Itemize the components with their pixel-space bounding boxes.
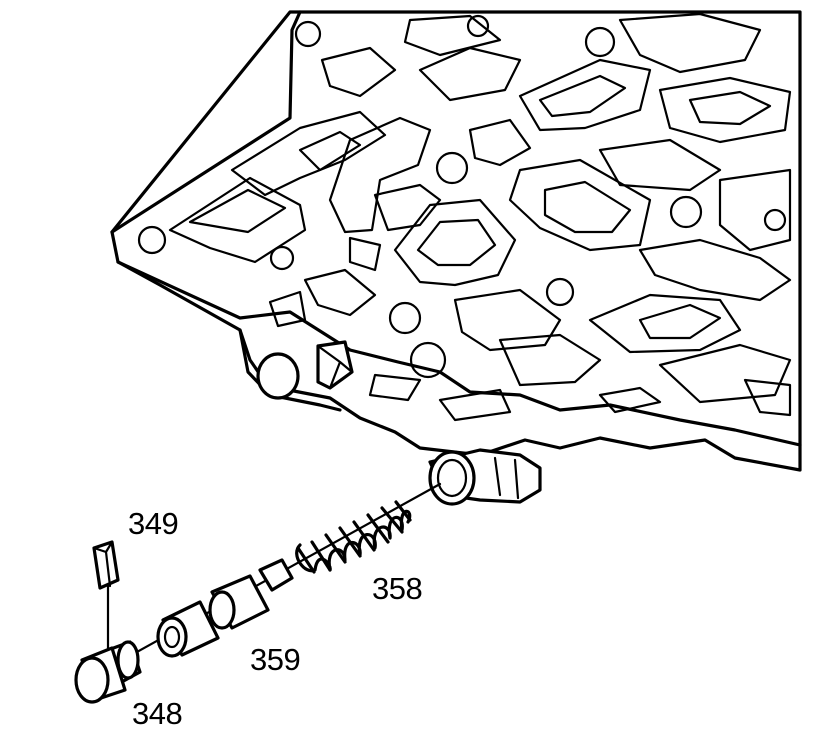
retainer-349 [92, 540, 120, 590]
callout-348: 348 [132, 696, 183, 731]
spring-358 [295, 500, 412, 574]
callout-358: 358 [372, 571, 423, 606]
callout-349: 349 [128, 506, 179, 541]
callout-359: 359 [250, 642, 301, 677]
valve-359 [156, 558, 294, 658]
valve-body [110, 10, 802, 506]
plug-348 [74, 640, 142, 704]
